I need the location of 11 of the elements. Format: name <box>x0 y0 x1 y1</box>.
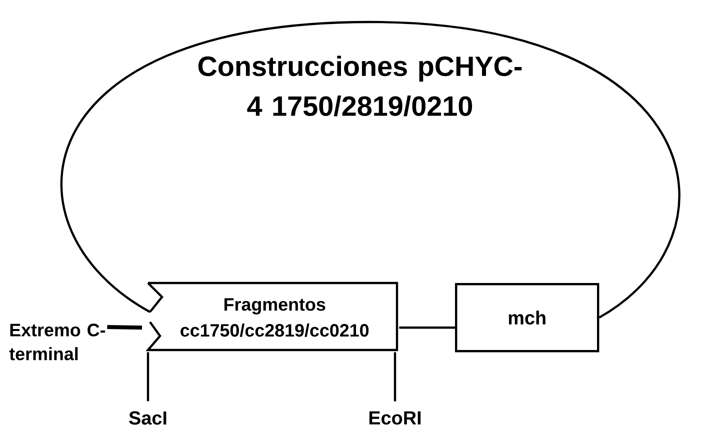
plasmid-backbone <box>62 20 680 318</box>
connector-line <box>399 326 455 329</box>
leader-line <box>107 325 142 330</box>
leader-line <box>394 352 396 402</box>
title: Construcciones pCHYC-4 1750/2819/0210 <box>198 56 522 116</box>
terminus-label: Extremo C-terminal <box>9 324 106 360</box>
restriction-site-label: SacI <box>129 411 166 425</box>
gene-box: mch <box>455 282 600 352</box>
restriction-site-label: EcoRI <box>369 411 421 425</box>
leader-line <box>146 352 150 402</box>
fragment-box: Fragmentos cc1750/cc2819/cc0210 <box>146 282 398 352</box>
